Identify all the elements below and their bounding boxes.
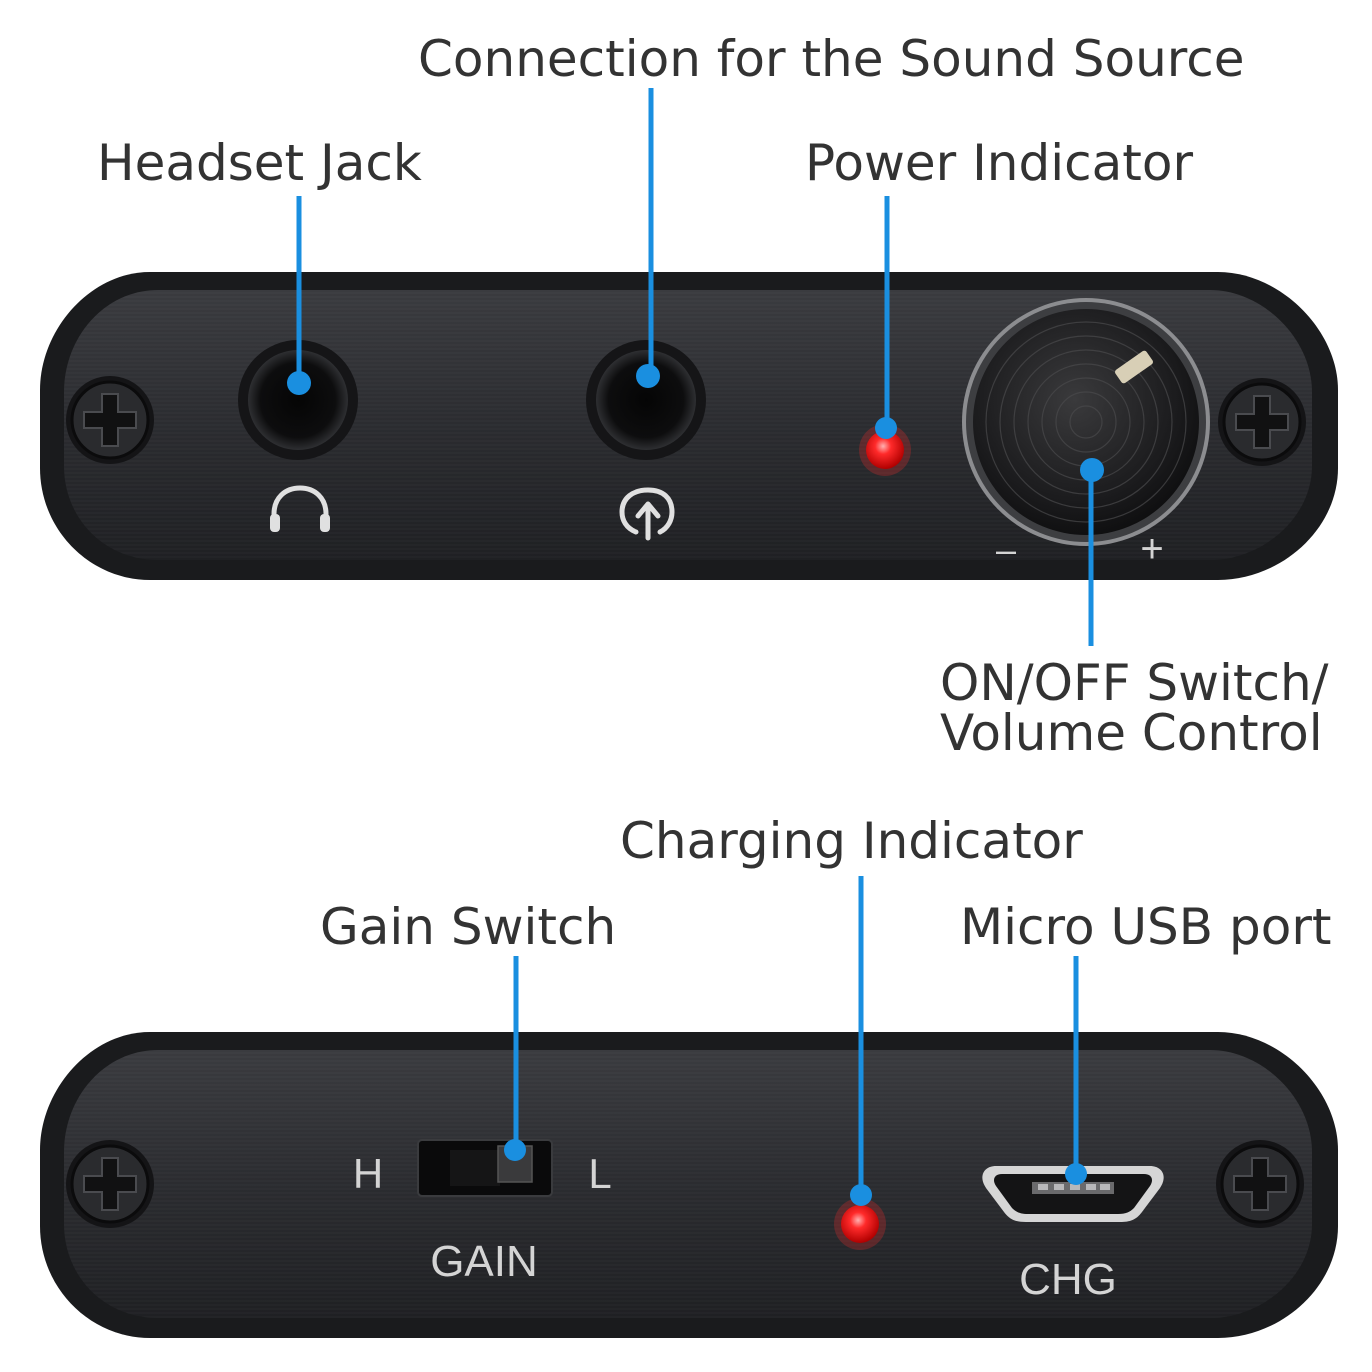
callout-lines: [287, 88, 1104, 1206]
screw-icon: [64, 374, 156, 466]
input-arrow-icon: [619, 487, 675, 541]
sound-source-callout-dot: [636, 364, 660, 388]
callout-volume-control: ON/OFF Switch/ Volume Control: [940, 658, 1329, 758]
gain-low-label: L: [588, 1150, 611, 1197]
micro-usb-port[interactable]: [982, 1166, 1164, 1222]
gain-label: GAIN: [430, 1237, 538, 1286]
gain-switch-callout-dot: [504, 1139, 526, 1161]
power-indicator-led: [859, 424, 911, 476]
sound-source-jack[interactable]: [586, 340, 706, 460]
callout-power-indicator: Power Indicator: [805, 134, 1194, 192]
knob-marker: [1115, 350, 1153, 384]
callout-gain-switch: Gain Switch: [320, 898, 617, 956]
knob-plus-label: +: [1140, 527, 1163, 571]
usb-label: CHG: [1019, 1255, 1117, 1304]
back-panel: H L GAIN CHG: [40, 1032, 1338, 1338]
callout-volume-line2: Volume Control: [940, 704, 1323, 762]
callout-sound-source: Connection for the Sound Source: [418, 30, 1245, 88]
gain-switch[interactable]: [417, 1139, 553, 1197]
callout-charging-indicator: Charging Indicator: [620, 812, 1083, 870]
headset-jack-callout-dot: [287, 371, 311, 395]
front-panel: – +: [40, 272, 1338, 580]
callout-volume-line1: ON/OFF Switch/: [940, 654, 1329, 712]
screw-icon: [64, 1138, 156, 1230]
headset-jack[interactable]: [238, 340, 358, 460]
power-indicator-callout-dot: [875, 417, 897, 439]
charging-indicator-led: [834, 1198, 886, 1250]
callout-micro-usb: Micro USB port: [960, 898, 1332, 956]
volume-callout-dot: [1080, 458, 1104, 482]
callout-headset-jack: Headset Jack: [97, 134, 422, 192]
gain-high-label: H: [353, 1150, 383, 1197]
screw-icon: [1214, 1138, 1306, 1230]
knob-minus-label: –: [996, 529, 1016, 570]
headphones-icon: [270, 485, 330, 532]
screw-icon: [1216, 376, 1308, 468]
charging-indicator-callout-dot: [850, 1184, 872, 1206]
volume-knob[interactable]: [962, 298, 1210, 546]
micro-usb-callout-dot: [1065, 1163, 1087, 1185]
